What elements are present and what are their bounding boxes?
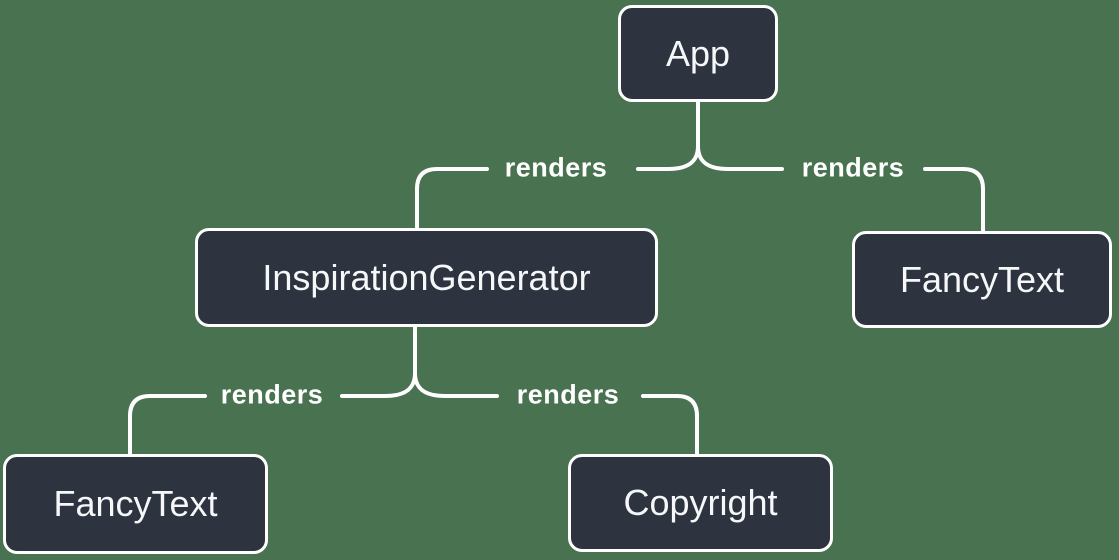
edge-ig-to-copyright-tail — [641, 394, 699, 456]
edge-ig-to-copyright — [413, 371, 499, 398]
edge-label-renders-ig-copyright: renders — [516, 379, 620, 410]
edge-label-renders-app-ig: renders — [504, 152, 608, 183]
node-app-label: App — [665, 32, 731, 74]
node-copyright: Copyright — [568, 454, 833, 552]
node-fancy-text-right-label: FancyText — [899, 258, 1065, 300]
node-fancy-text-left-label: FancyText — [53, 483, 218, 524]
edge-app-to-inspirationgenerator-tail — [415, 167, 489, 230]
edge-ig-to-fancytext-tail — [128, 394, 207, 456]
edge-label-renders-ig-fancytext: renders — [220, 379, 324, 410]
edge-ig-to-fancytext — [340, 371, 417, 398]
node-app: App — [618, 5, 778, 102]
node-inspiration-generator: InspirationGenerator — [195, 228, 658, 327]
node-fancy-text-right: FancyText — [852, 231, 1112, 328]
node-inspiration-generator-label: InspirationGenerator — [262, 256, 591, 298]
edge-label-renders-app-fancytext: renders — [801, 152, 905, 183]
node-fancy-text-left: FancyText — [3, 454, 268, 554]
edge-app-to-fancytext — [696, 144, 784, 171]
edge-app-to-fancytext-tail — [923, 167, 985, 233]
edge-app-to-inspirationgenerator — [636, 144, 700, 171]
node-copyright-label: Copyright — [623, 482, 778, 523]
